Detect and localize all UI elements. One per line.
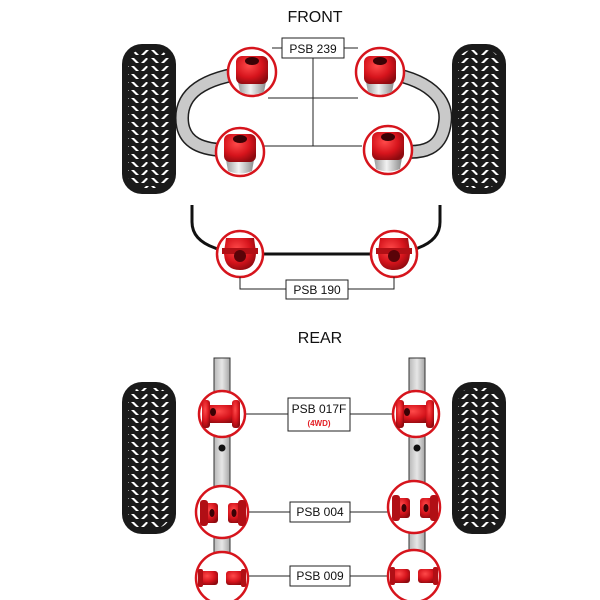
label-psb004: PSB 004 xyxy=(289,501,351,523)
bush-psb239-bottom-left xyxy=(214,126,266,178)
rear-title: REAR xyxy=(298,330,342,347)
bush-psb239-top-left xyxy=(226,46,278,98)
rear-left-tire xyxy=(122,382,176,534)
bush-psb239-top-right xyxy=(354,46,406,98)
label-psb009-text: PSB 009 xyxy=(296,569,344,583)
bush-psb017f-left xyxy=(197,389,247,439)
front-left-tire xyxy=(122,44,176,194)
bush-psb017f-right xyxy=(391,389,441,439)
label-psb004-text: PSB 004 xyxy=(296,505,344,519)
psb239-leader-lines xyxy=(262,47,362,147)
front-control-arms xyxy=(174,65,453,159)
label-psb190-text: PSB 190 xyxy=(293,283,341,297)
label-psb017f-subtext: (4WD) xyxy=(307,419,330,428)
bush-psb009-right xyxy=(386,548,442,600)
psb190-leader-lines xyxy=(239,277,395,290)
label-psb239: PSB 239 xyxy=(281,37,345,59)
label-psb239-text: PSB 239 xyxy=(289,42,337,56)
bush-psb239-bottom-right xyxy=(362,124,414,176)
bush-psb004-right xyxy=(386,479,442,535)
front-anti-roll-bar xyxy=(190,205,442,256)
label-psb017f: PSB 017F (4WD) xyxy=(287,397,351,432)
label-psb190: PSB 190 xyxy=(285,279,349,300)
label-psb017f-text: PSB 017F xyxy=(292,402,347,416)
bush-psb004-left xyxy=(194,484,250,540)
rear-right-tire xyxy=(452,382,506,534)
label-psb009: PSB 009 xyxy=(289,565,351,587)
front-title: FRONT xyxy=(287,9,342,26)
rear-leader-lines xyxy=(246,413,392,577)
bush-psb190-left xyxy=(215,229,265,279)
bush-psb190-right xyxy=(369,229,419,279)
bush-psb009-left xyxy=(194,550,250,600)
front-right-tire xyxy=(452,44,506,194)
